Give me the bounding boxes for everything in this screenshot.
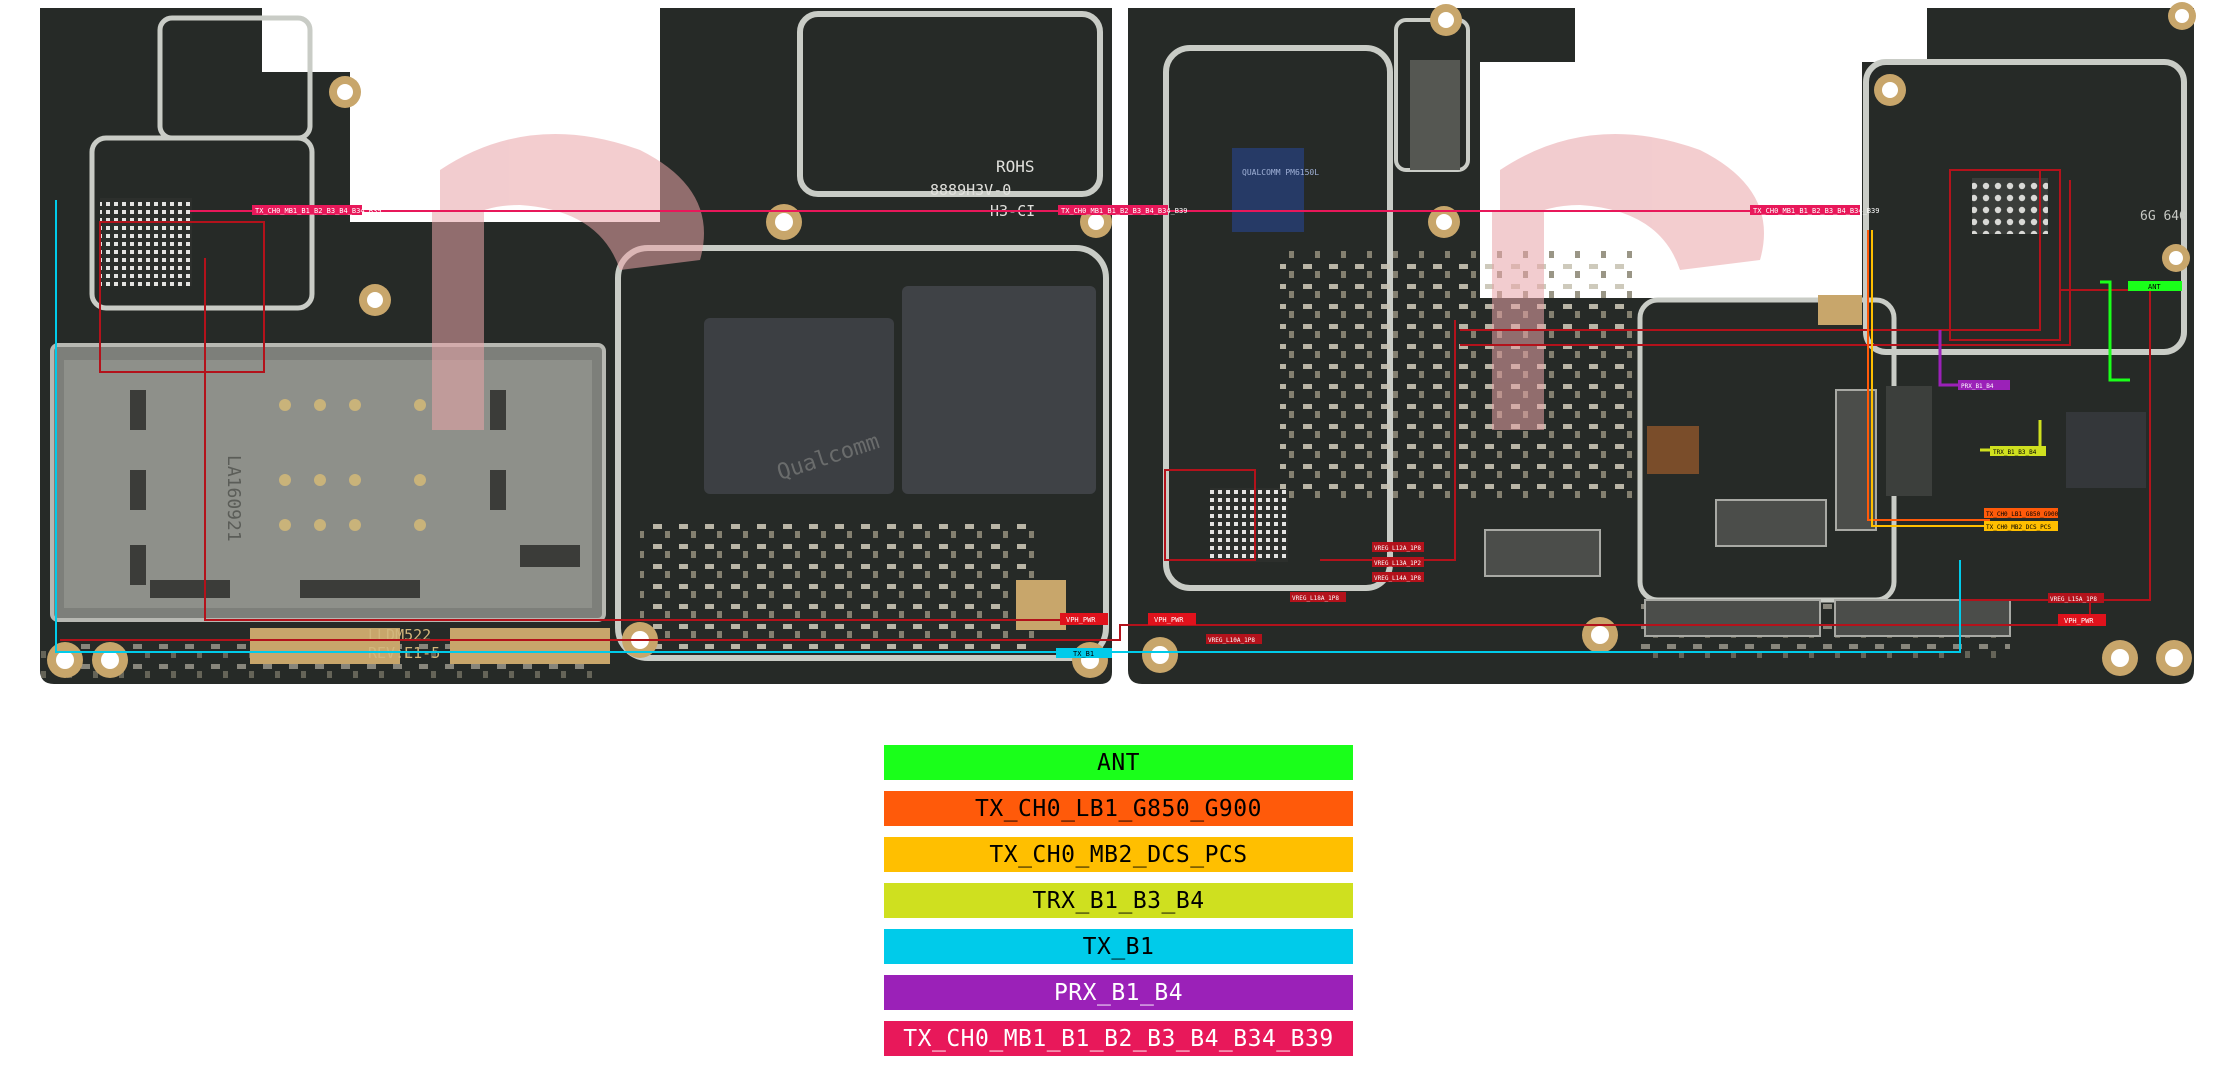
trace-cyan (55, 200, 1961, 653)
trace-green (2100, 280, 2130, 382)
right-mounting-holes (1142, 2, 2196, 676)
tag-mb2: TX_CH0_MB2_DCS_PCS (1986, 524, 2051, 531)
legend-item-tx-ch0-mb2: TX_CH0_MB2_DCS_PCS (884, 837, 1353, 872)
legend-item-tx-b1: TX_B1 (884, 929, 1353, 964)
tag-vreg-6: VREG_L15A_1P8 (2050, 596, 2097, 603)
board-code-marking: 8889H3V-0 (930, 181, 1011, 199)
lldm-marking: LLDM522 (368, 626, 431, 644)
tag-vreg-3: VREG_L14A_1P8 (1374, 575, 1421, 582)
legend-item-ant: ANT (884, 745, 1353, 780)
trace-red-box-right (1949, 169, 2061, 341)
tag-vph-2: VPH_PWR (1154, 616, 1184, 624)
tag-mb1-right: TX_CH0_MB1_B1_B2_B3_B4_B34_B39 (1753, 207, 1879, 215)
legend-label: PRX_B1_B4 (1053, 979, 1184, 1006)
legend-item-trx-b1-b3-b4: TRX_B1_B3_B4 (884, 883, 1353, 918)
legend-label: TX_CH0_MB1_B1_B2_B3_B4_B34_B39 (903, 1025, 1334, 1052)
tag-mb1-left: TX_CH0_MB1_B1_B2_B3_B4_B34_B39 (255, 207, 381, 215)
legend-item-tx-ch0-lb1: TX_CH0_LB1_G850_G900 (884, 791, 1353, 826)
lot-marking: LA160921 (223, 455, 244, 542)
legend-item-tx-ch0-mb1: TX_CH0_MB1_B1_B2_B3_B4_B34_B39 (884, 1021, 1353, 1056)
tag-vreg-4: VREG_L18A_1P8 (1292, 595, 1339, 602)
pcb-diagram: ROHS 8889H3V-0 H3-CI LLDM522 REV:E1-5 LA… (40, 0, 2196, 684)
trace-red-mid2 (1460, 180, 2071, 346)
tag-vreg-2: VREG_L13A_1P2 (1374, 560, 1421, 567)
legend-label: TX_B1 (1082, 933, 1155, 960)
tag-trx: TRX_B1_B3_B4 (1993, 449, 2037, 456)
tag-lb1: TX_CH0_LB1_G850_G900 (1986, 511, 2059, 518)
tag-vreg-5: VREG_L10A_1P8 (1208, 637, 1255, 644)
left-soc-chip (704, 318, 894, 494)
ram-marking: 6G 64G (2140, 209, 2187, 224)
tag-vph-3: VPH_PWR (2064, 617, 2094, 625)
watermark-logo (432, 134, 1764, 430)
legend-label: TX_CH0_LB1_G850_G900 (975, 795, 1262, 822)
legend-label: TRX_B1_B3_B4 (1032, 887, 1205, 914)
left-memory-chip (902, 286, 1096, 494)
right-bga-chip (1210, 488, 1288, 562)
trace-red-box-left (99, 221, 265, 373)
legend-label: TX_CH0_MB2_DCS_PCS (989, 841, 1248, 868)
right-board: QUALCOMM PM6150L 6G 64G (1128, 0, 2196, 684)
rohs-marking: ROHS (996, 157, 1035, 176)
trace-red-loop-left (204, 258, 1095, 621)
tag-tx-b1: TX_B1 (1073, 650, 1094, 658)
trace-red-vertical (1320, 320, 1456, 561)
pmic-chip (1232, 148, 1304, 232)
tag-vph-1: VPH_PWR (1066, 616, 1096, 624)
tag-ant: ANT (2148, 283, 2161, 291)
legend-item-prx-b1-b4: PRX_B1_B4 (884, 975, 1353, 1010)
tag-prx: PRX_B1_B4 (1961, 383, 1994, 390)
left-modem-chip (100, 198, 192, 286)
pmic-marking: QUALCOMM PM6150L (1242, 168, 1319, 177)
tag-mb1-mid: TX_CH0_MB1_B1_B2_B3_B4_B34_B39 (1061, 207, 1187, 215)
tag-vreg-1: VREG_L12A_1P8 (1374, 545, 1421, 552)
left-soc-shield (615, 245, 1109, 661)
signal-legend: ANT TX_CH0_LB1_G850_G900 TX_CH0_MB2_DCS_… (884, 745, 1353, 1067)
signal-tags: TX_CH0_MB1_B1_B2_B3_B4_B34_B39 TX_CH0_MB… (252, 205, 2182, 658)
trace-red-box-rf (1164, 469, 1256, 561)
transceiver-chip (1972, 178, 2048, 234)
left-board: ROHS 8889H3V-0 H3-CI LLDM522 REV:E1-5 LA… (40, 0, 1112, 684)
legend-label: ANT (1096, 749, 1141, 776)
trace-orange (1867, 230, 1990, 521)
signal-traces (55, 169, 2151, 653)
